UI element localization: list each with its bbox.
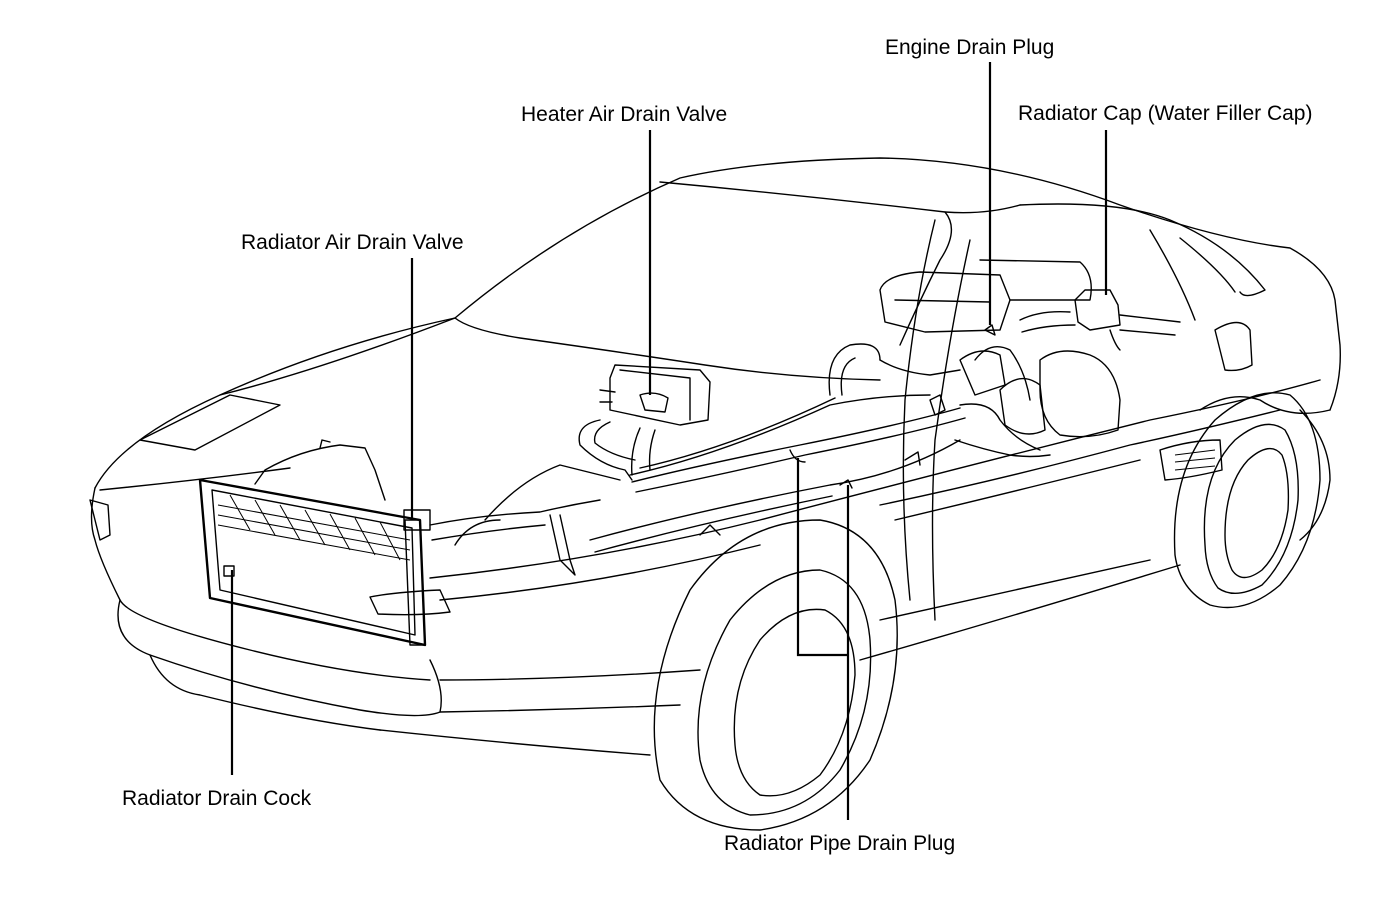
label-engine-drain-plug: Engine Drain Plug <box>885 36 1054 59</box>
labels: Engine Drain Plug Radiator Cap (Water Fi… <box>122 36 1312 855</box>
label-radiator-pipe-drain-plug: Radiator Pipe Drain Plug <box>724 832 955 855</box>
engine-assembly <box>429 259 1181 576</box>
leader-radiator-pipe-drain-plug <box>796 458 850 820</box>
leader-lines <box>230 62 1108 820</box>
front-wheel <box>653 519 898 831</box>
label-radiator-air-drain-valve: Radiator Air Drain Valve <box>241 231 464 254</box>
label-heater-air-drain-valve: Heater Air Drain Valve <box>521 103 727 126</box>
radiator <box>198 439 431 647</box>
car-body <box>89 157 1341 756</box>
label-radiator-drain-cock: Radiator Drain Cock <box>122 787 312 810</box>
label-radiator-cap: Radiator Cap (Water Filler Cap) <box>1018 102 1312 125</box>
rear-wheel <box>1173 392 1321 609</box>
